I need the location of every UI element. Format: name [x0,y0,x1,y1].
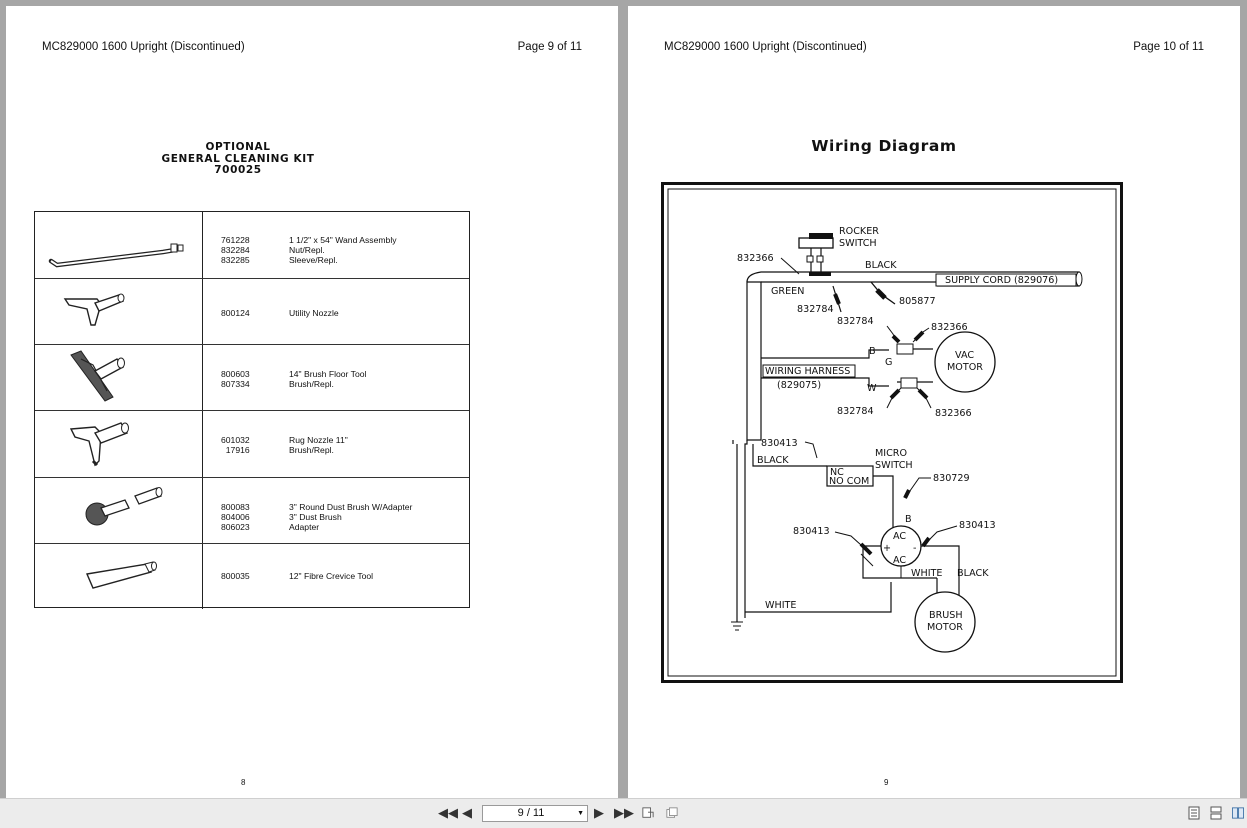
part-label: 832366 [931,322,968,333]
rocker-switch-label: SWITCH [839,238,877,249]
table-row: 800603 807334 14" Brush Floor Tool Brush… [35,344,469,410]
harness-label: WIRING HARNESS [765,366,850,377]
wire-label: WHITE [911,568,942,579]
part-label: 830413 [959,520,996,531]
terminal-label: AC [893,531,906,542]
brush-floor-tool-icon [35,345,203,410]
first-page-icon[interactable]: ◀◀ [438,806,458,821]
page-number: 8 [241,778,246,787]
kit-title-line: 700025 [214,164,262,176]
terminal-label: G [885,357,892,368]
kit-title: OPTIONAL GENERAL CLEANING KIT 700025 [156,141,320,177]
two-page-icon[interactable] [1232,806,1244,820]
part-descriptions: 12" Fibre Crevice Tool [289,571,374,581]
table-row: 800124 Utility Nozzle [35,278,469,344]
vac-motor-icon [934,331,996,393]
supply-cord-label: SUPPLY CORD (829076) [945,275,1058,286]
wire-label: BLACK [865,260,897,271]
micro-switch-label: MICRO [875,448,907,459]
viewer-toolbar: ◀◀ ◀ 9 / 11 ▼ ▶ ▶▶ [0,798,1247,828]
header-page: Page 10 of 11 [1133,41,1204,53]
table-row: 800083 804006 806023 3" Round Dust Brush… [35,477,469,543]
page-right: MC829000 1600 Upright (Discontinued) Pag… [628,6,1240,798]
terminal-label: B [905,514,912,525]
part-label: 832784 [837,406,874,417]
table-row: 601032 17916 Rug Nozzle 11" Brush/Repl. [35,410,469,477]
kit-title-line: GENERAL CLEANING KIT [161,152,315,165]
wire-label: BLACK [757,455,789,466]
part-descriptions: 14" Brush Floor Tool Brush/Repl. [289,369,367,389]
chevron-down-icon: ▼ [577,810,584,817]
terminal-label: AC [893,555,906,566]
previous-page-icon[interactable]: ◀ [462,806,472,821]
rug-nozzle-icon [35,411,203,477]
fit-width-icon[interactable] [666,806,678,820]
brush-motor-label: BRUSH [929,610,963,621]
wire-label: GREEN [771,286,804,297]
last-page-icon[interactable]: ▶▶ [614,806,634,821]
part-numbers: 761228 832284 832285 [221,235,250,265]
page-indicator: 9 / 11 [517,807,545,819]
round-dust-brush-icon [35,478,203,543]
wand-assembly-icon [35,212,203,278]
part-numbers: 800083 804006 806023 [221,502,250,532]
part-label: 830413 [761,438,798,449]
crevice-tool-icon [35,544,203,609]
part-numbers: 800603 807334 [221,369,250,389]
part-label: 832784 [837,316,874,327]
part-label: 832366 [737,253,774,264]
part-label: 830729 [933,473,970,484]
parts-table: 761228 832284 832285 1 1/2" x 54" Wand A… [34,211,470,609]
svg-text:-: - [913,543,916,554]
micro-switch-label: SWITCH [875,460,913,471]
header-page: Page 9 of 11 [517,41,582,53]
page-left: MC829000 1600 Upright (Discontinued) Pag… [6,6,618,798]
part-descriptions: 3" Round Dust Brush W/Adapter 3" Dust Br… [289,502,413,532]
fit-page-icon[interactable] [642,806,654,820]
part-label: 832366 [935,408,972,419]
part-label: 830413 [793,526,830,537]
brush-motor-icon [914,591,976,653]
terminal-label: W [867,383,877,394]
table-row: 800035 12" Fibre Crevice Tool [35,543,469,609]
next-page-icon[interactable]: ▶ [594,806,604,821]
rocker-switch [798,233,834,274]
part-descriptions: 1 1/2" x 54" Wand Assembly Nut/Repl. Sle… [289,235,397,265]
micro-switch-terminal: NO COM [829,476,869,487]
part-numbers: 601032 17916 [221,435,250,455]
svg-text:+: + [883,543,891,554]
brush-motor-label: MOTOR [927,622,963,633]
table-row: 761228 832284 832285 1 1/2" x 54" Wand A… [35,212,469,278]
wiring-diagram: ROCKER SWITCH 832366 BLACK SUPPLY CORD (… [661,182,1123,683]
part-numbers: 800124 [221,308,250,318]
continuous-page-icon[interactable] [1210,806,1222,820]
wire-label: WHITE [765,600,796,611]
diagram-title: Wiring Diagram [811,137,957,155]
page-select[interactable]: 9 / 11 ▼ [482,805,588,822]
part-label: 805877 [899,296,936,307]
part-descriptions: Utility Nozzle [289,308,339,318]
kit-title-line: OPTIONAL [205,141,271,153]
terminal-label: B [869,346,876,357]
part-label: 832784 [797,304,834,315]
harness-label: (829075) [777,380,821,391]
wire-label: BLACK [957,568,989,579]
part-numbers: 800035 [221,571,250,581]
single-page-icon[interactable] [1188,806,1200,820]
header-title: MC829000 1600 Upright (Discontinued) [664,41,867,53]
utility-nozzle-icon [35,279,203,344]
vac-motor-label: MOTOR [947,362,983,373]
rocker-switch-label: ROCKER [839,226,879,237]
page-number: 9 [884,778,889,787]
micro-switch-terminal: NC [830,467,844,478]
part-descriptions: Rug Nozzle 11" Brush/Repl. [289,435,348,455]
header-title: MC829000 1600 Upright (Discontinued) [42,41,245,53]
vac-motor-label: VAC [955,350,974,361]
